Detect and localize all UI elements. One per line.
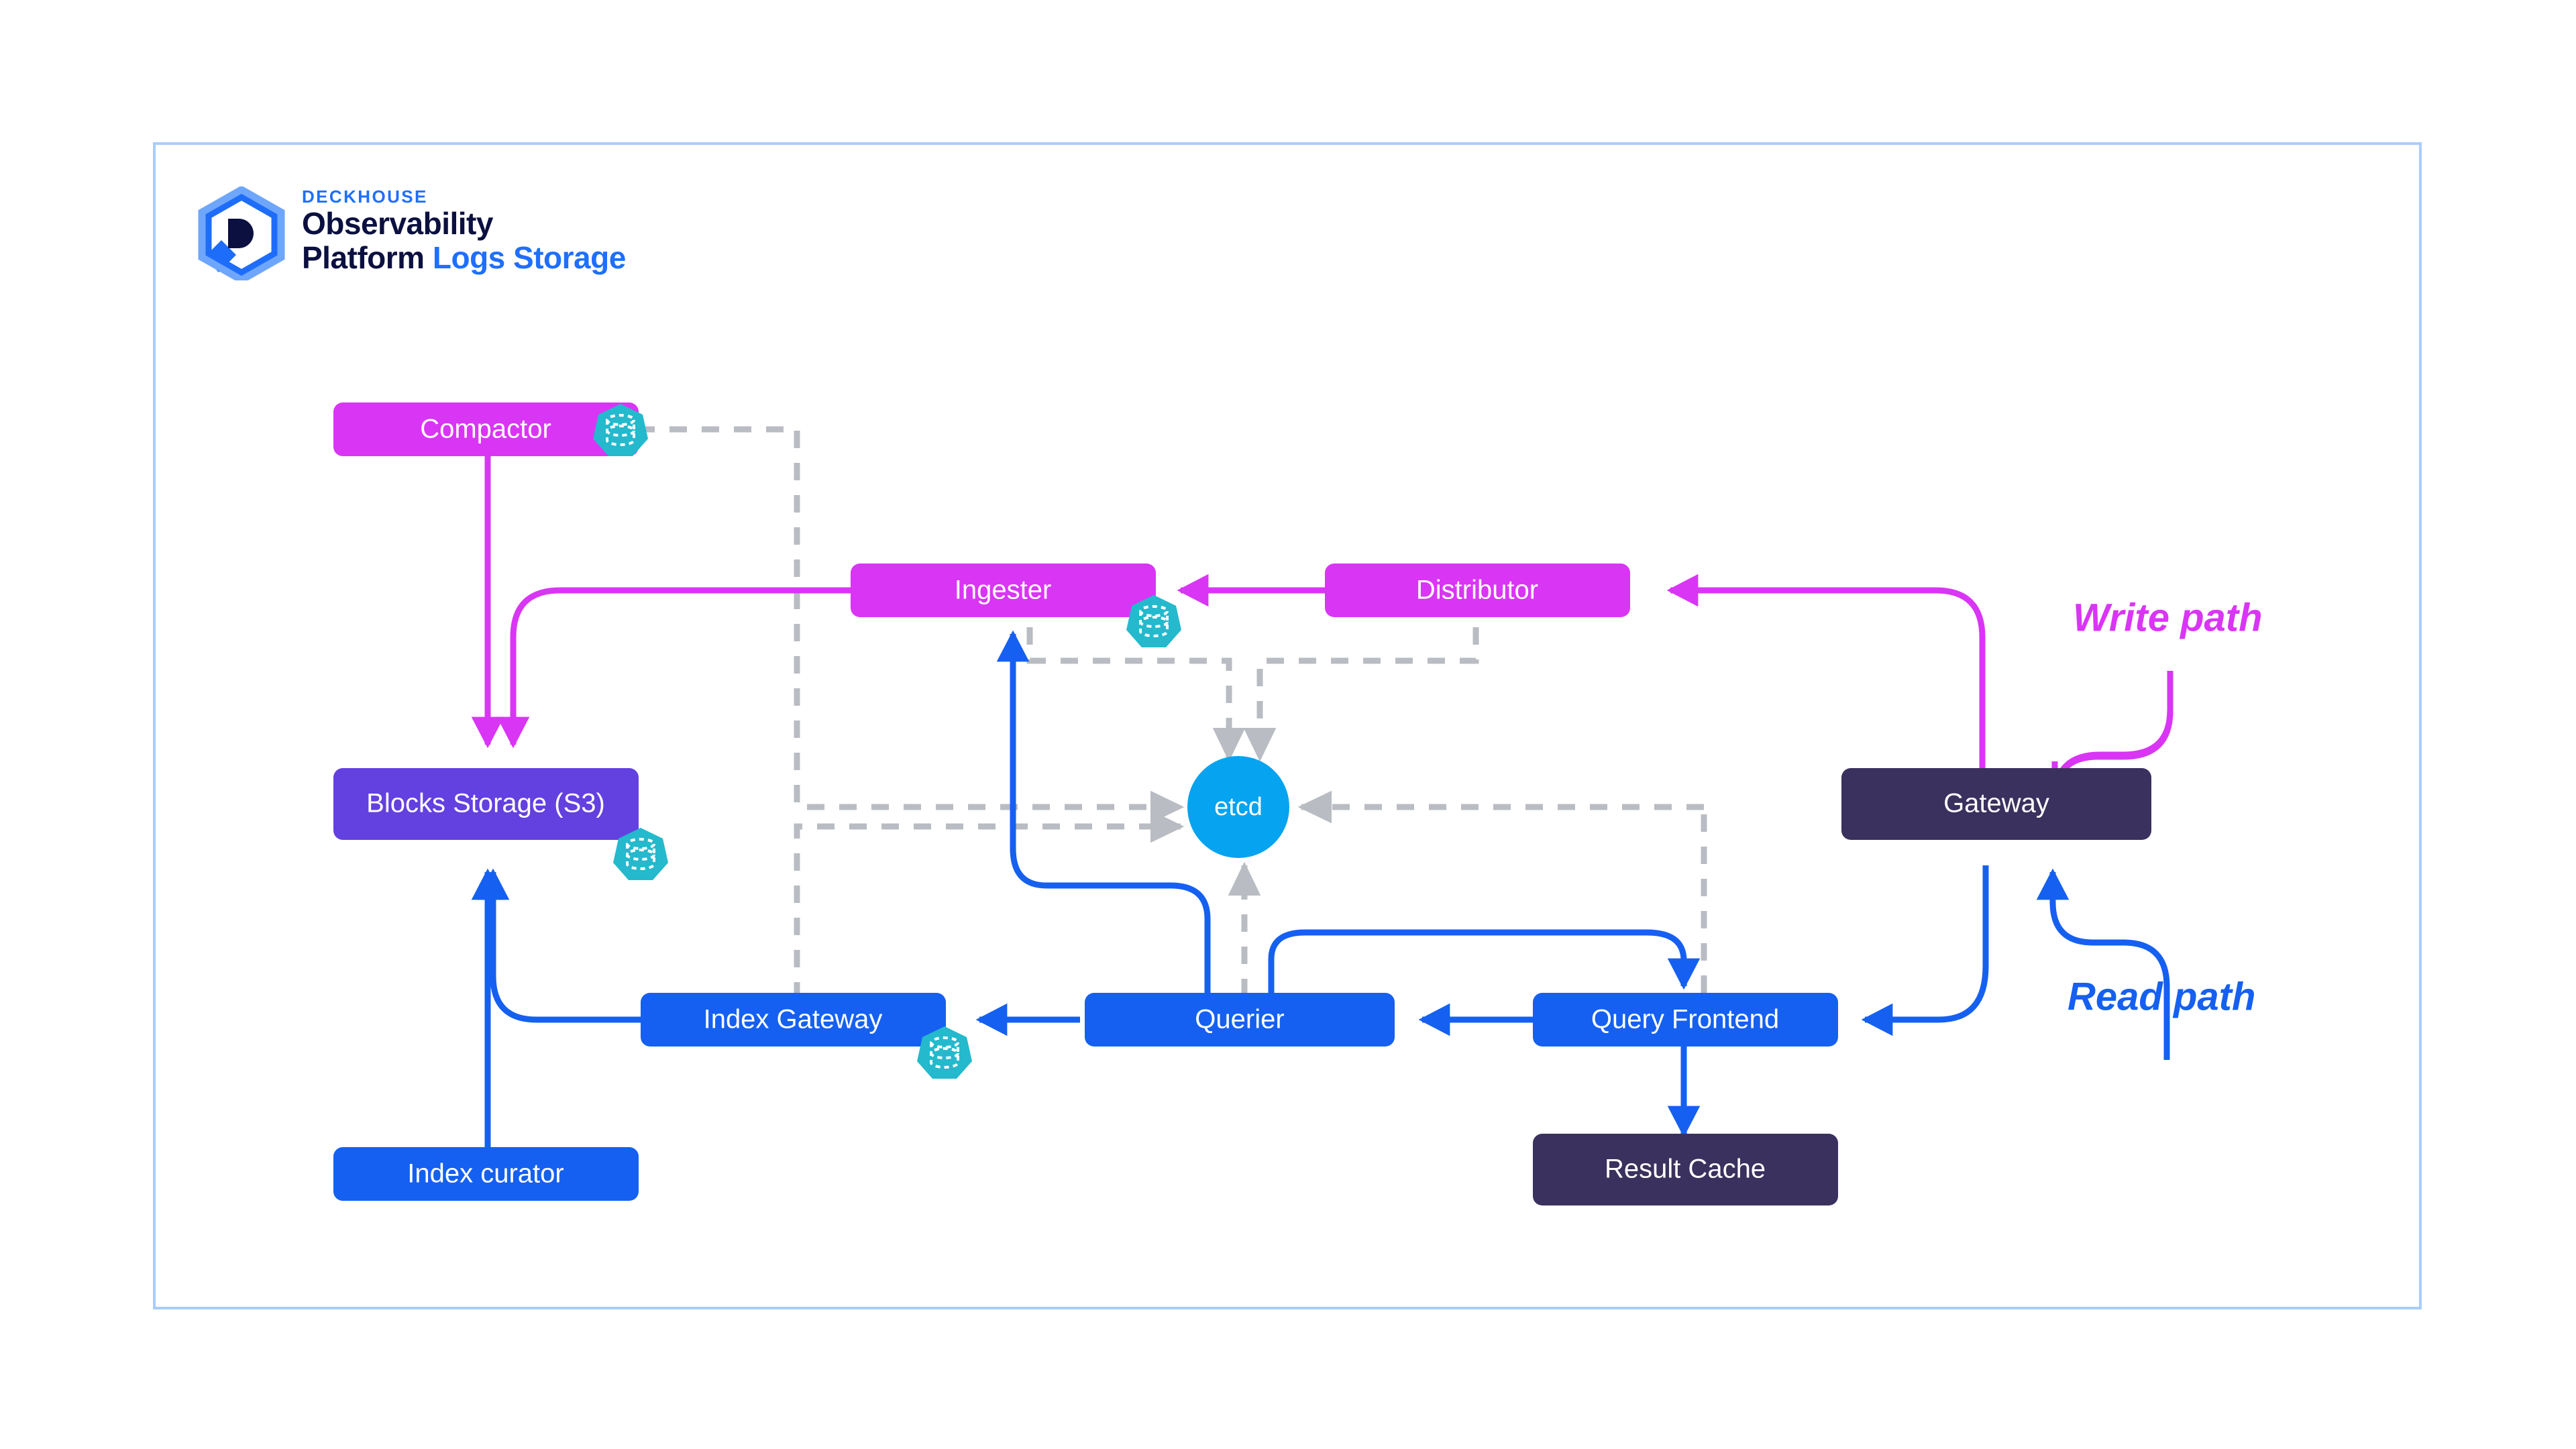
- k8s-statefulset-icon: [1126, 595, 1181, 647]
- edge-querier-to-query-frontend-arc: [1268, 929, 1701, 993]
- node-ingester-label: Ingester: [955, 576, 1052, 605]
- edge-group-read-path: [471, 630, 2170, 1147]
- legend-read-path-label: Read path: [2068, 975, 2255, 1018]
- node-index-gateway[interactable]: Index Gateway: [641, 993, 946, 1046]
- edge-compactor-etcd: [637, 426, 1185, 824]
- node-result-cache-label: Result Cache: [1605, 1155, 1766, 1184]
- edge-group-dashed-etcd: [637, 426, 1707, 1000]
- node-index-gateway-label: Index Gateway: [704, 1005, 883, 1034]
- edge-ingester-etcd: [1026, 627, 1246, 762]
- edge-gateway-distributor: [1666, 574, 1986, 768]
- brand-kicker: DECKHOUSE: [302, 186, 428, 207]
- node-etcd[interactable]: etcd: [1187, 756, 1289, 858]
- node-compactor-label: Compactor: [420, 415, 551, 444]
- legend-write-path-label: Write path: [2073, 596, 2263, 639]
- edge-index-gateway-etcd: [794, 810, 1185, 1000]
- brand-line-1: Observability: [302, 206, 493, 241]
- brand-logo: DECKHOUSE Observability Platform Logs St…: [195, 186, 664, 280]
- node-query-frontend[interactable]: Query Frontend: [1533, 993, 1838, 1046]
- k8s-statefulset-icon: [917, 1026, 972, 1079]
- edge-gateway-query-frontend: [1861, 865, 1989, 1036]
- node-compactor[interactable]: Compactor: [333, 402, 639, 456]
- edge-index-gateway-blocks-storage: [476, 868, 641, 1023]
- node-gateway[interactable]: Gateway: [1841, 768, 2151, 840]
- diagram-frame: [153, 142, 2422, 1309]
- write-path-annotation-arrowhead: [2096, 671, 2174, 760]
- node-query-frontend-label: Query Frontend: [1591, 1005, 1779, 1034]
- node-index-curator-label: Index curator: [407, 1159, 564, 1189]
- node-gateway-label: Gateway: [1943, 789, 2049, 818]
- brand-line-2: Platform Logs Storage: [302, 240, 626, 275]
- node-index-curator[interactable]: Index curator: [333, 1147, 639, 1201]
- edge-group-write-path: [471, 456, 2174, 804]
- node-blocks-storage[interactable]: Blocks Storage (S3): [333, 768, 639, 840]
- node-result-cache[interactable]: Result Cache: [1533, 1134, 1838, 1205]
- node-blocks-storage-label: Blocks Storage (S3): [366, 789, 605, 818]
- deckhouse-hexagon-d-magnifier-logo: [198, 186, 285, 280]
- node-distributor-label: Distributor: [1416, 576, 1538, 605]
- read-path-annotation-arrow: [2036, 868, 2170, 1060]
- k8s-statefulset-icon: [613, 828, 668, 880]
- node-etcd-label: etcd: [1214, 793, 1263, 821]
- edge-ingester-blocks-storage: [496, 587, 851, 749]
- brand-line-2-platform: Platform: [302, 240, 425, 275]
- node-distributor[interactable]: Distributor: [1325, 564, 1630, 617]
- node-querier-label: Querier: [1195, 1005, 1284, 1034]
- edge-querier-ingester: [996, 630, 1211, 993]
- k8s-statefulset-icon: [593, 404, 648, 456]
- brand-line-2-product: Logs Storage: [432, 240, 626, 275]
- edge-distributor-etcd: [1243, 627, 1479, 762]
- node-querier[interactable]: Querier: [1085, 993, 1395, 1046]
- node-ingester[interactable]: Ingester: [851, 564, 1156, 617]
